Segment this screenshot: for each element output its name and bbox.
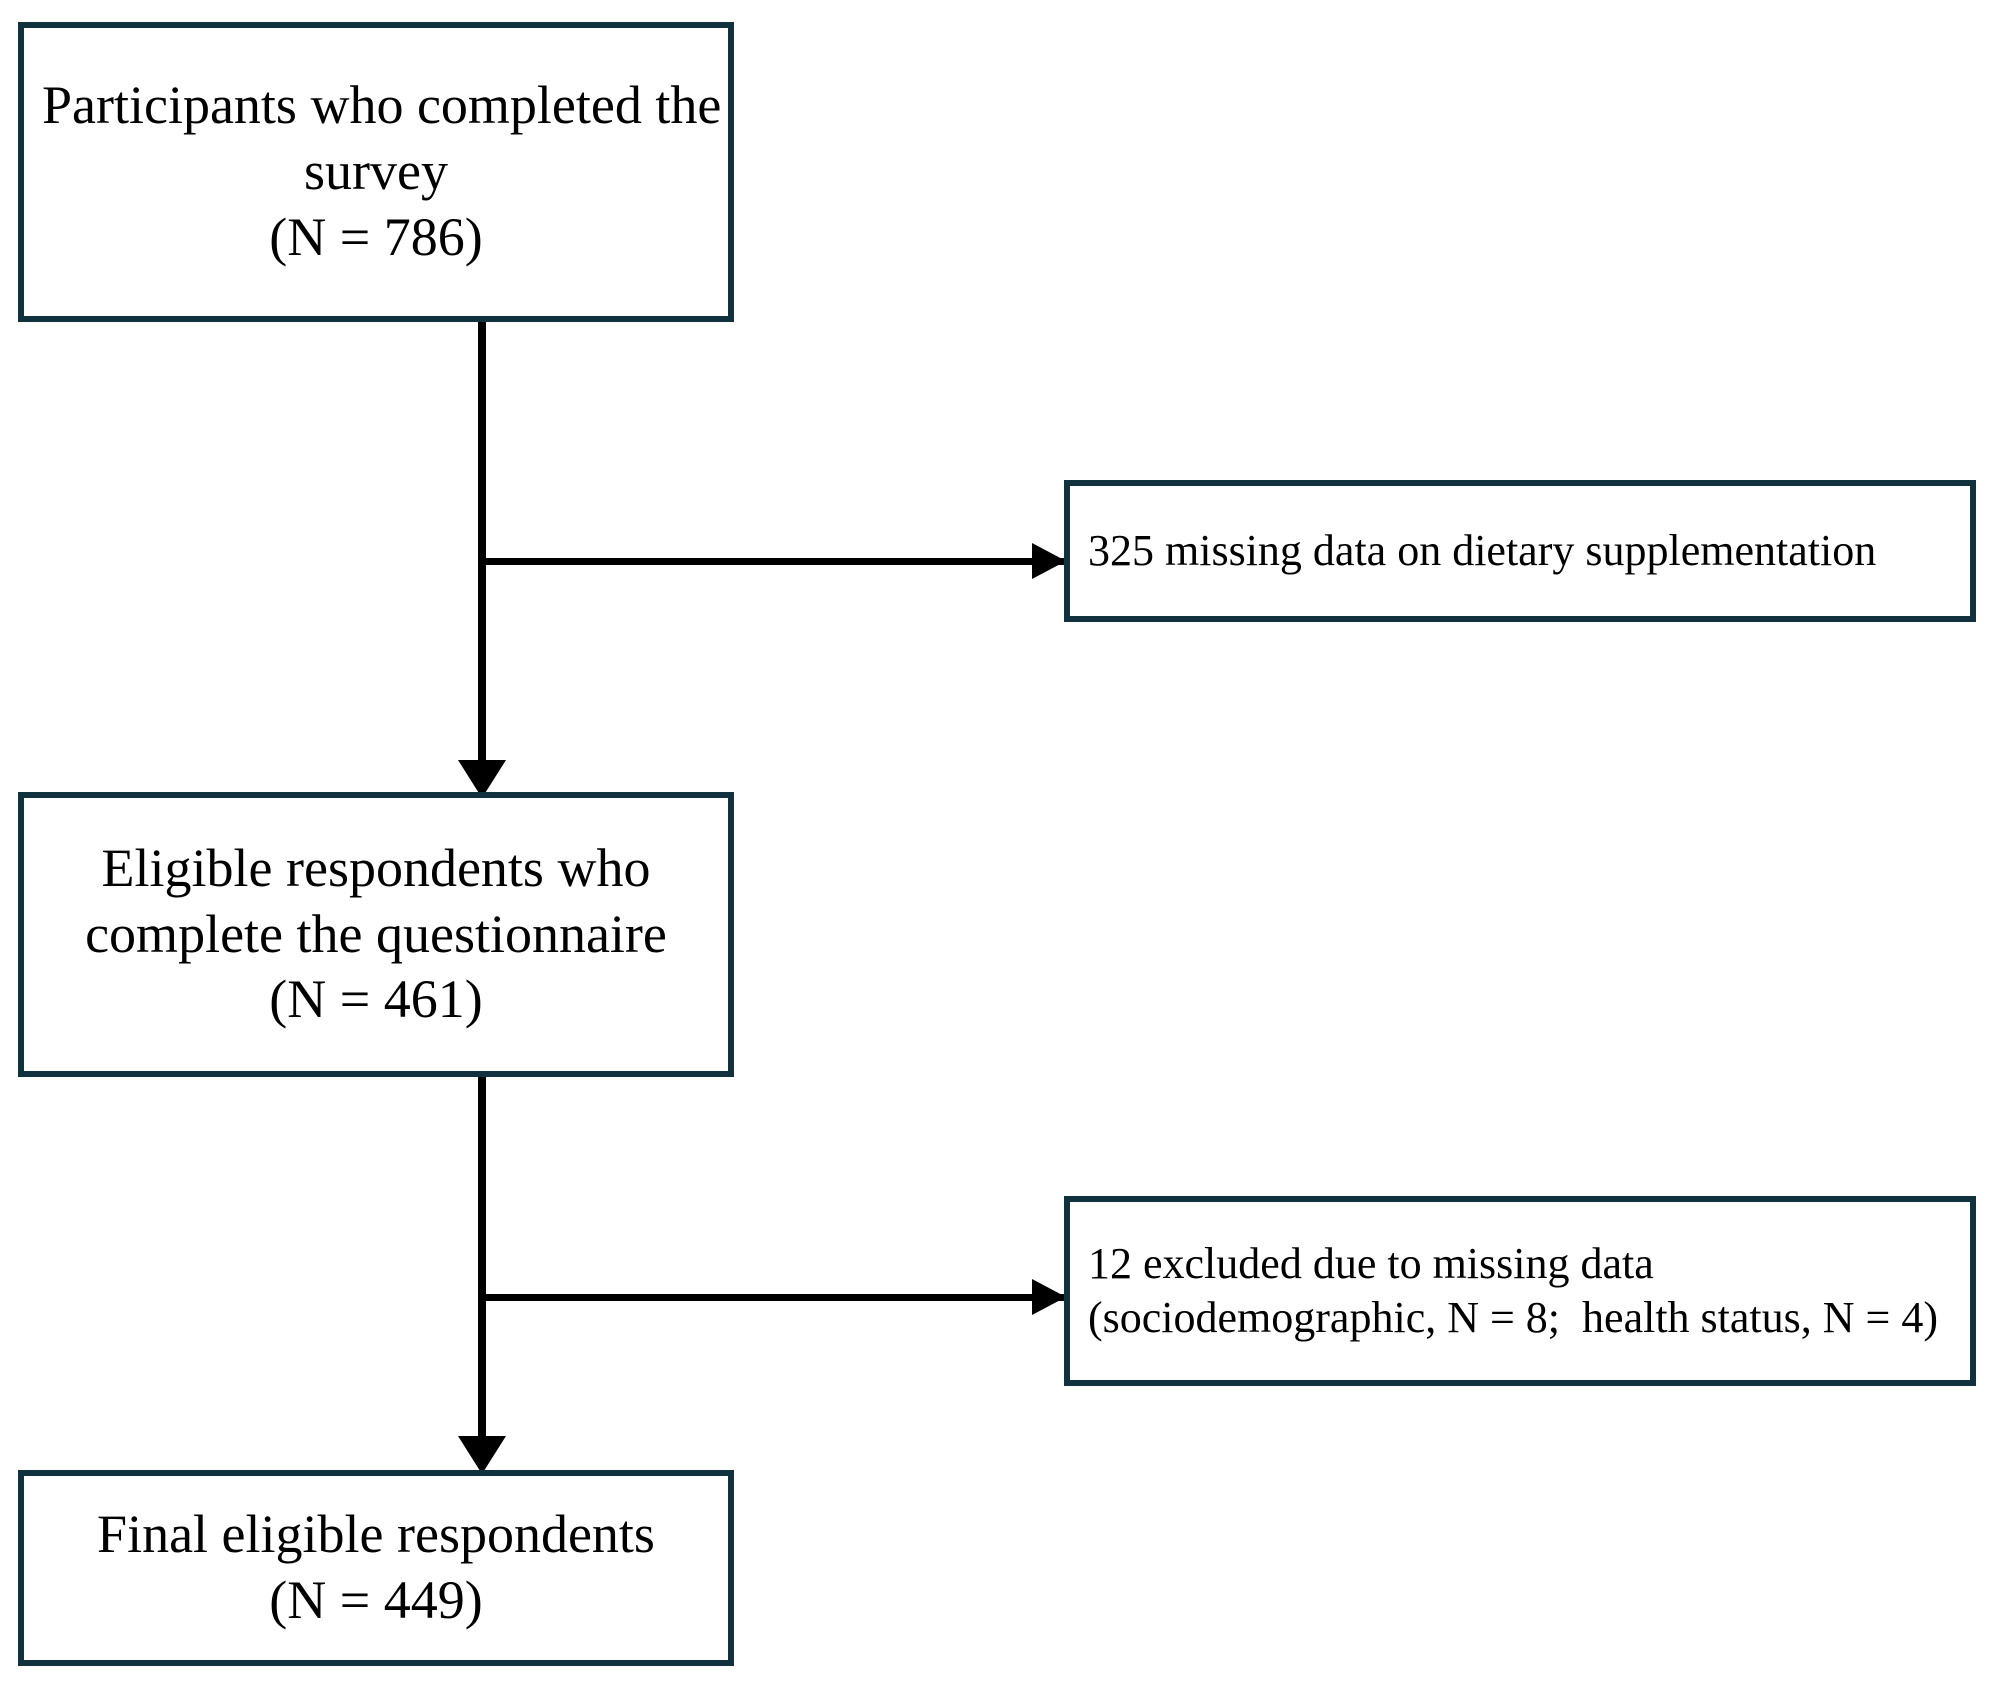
node-line-1: 12 excluded due to missing data [1088, 1239, 1654, 1289]
node-eligible-respondents: Eligible respondents who complete the qu… [18, 792, 734, 1077]
arrow-down-icon [458, 1436, 506, 1474]
node-text: Final eligible respondents (N = 449) [24, 1502, 728, 1634]
arrow-right-icon [1032, 1279, 1066, 1315]
node-participants-completed-survey: Participants who completed the survey (N… [18, 22, 734, 322]
node-line-2: (N = 449) [269, 1570, 483, 1630]
connector-eligible-to-excluded-12 [482, 1294, 1066, 1301]
node-line-2: (sociodemographic, N = 8; health status,… [1088, 1293, 1939, 1342]
node-final-eligible-respondents: Final eligible respondents (N = 449) [18, 1470, 734, 1666]
connector-eligible-to-final [478, 1077, 486, 1445]
node-text: 325 missing data on dietary supplementat… [1070, 524, 1970, 578]
node-line-2: complete the questionnaire [85, 903, 667, 964]
node-line-1: Participants who completed the [42, 75, 722, 136]
node-line-2: survey [304, 141, 448, 202]
node-missing-dietary-supplementation: 325 missing data on dietary supplementat… [1064, 480, 1976, 622]
node-line-3: (N = 461) [269, 969, 483, 1030]
node-text: 12 excluded due to missing data (sociode… [1070, 1237, 1970, 1344]
connector-survey-to-missing-325 [482, 558, 1066, 565]
node-line-1: 325 missing data on dietary supplementat… [1088, 526, 1877, 576]
node-excluded-missing-data: 12 excluded due to missing data (sociode… [1064, 1196, 1976, 1386]
connector-survey-to-eligible [478, 322, 486, 762]
node-text: Participants who completed the survey (N… [24, 73, 728, 271]
node-line-1: Eligible respondents who [101, 837, 651, 898]
node-line-1: Final eligible respondents [97, 1504, 655, 1565]
node-line-3: (N = 786) [269, 206, 483, 267]
node-text: Eligible respondents who complete the qu… [24, 836, 728, 1034]
arrow-down-icon [458, 760, 506, 798]
arrow-right-icon [1032, 543, 1066, 579]
